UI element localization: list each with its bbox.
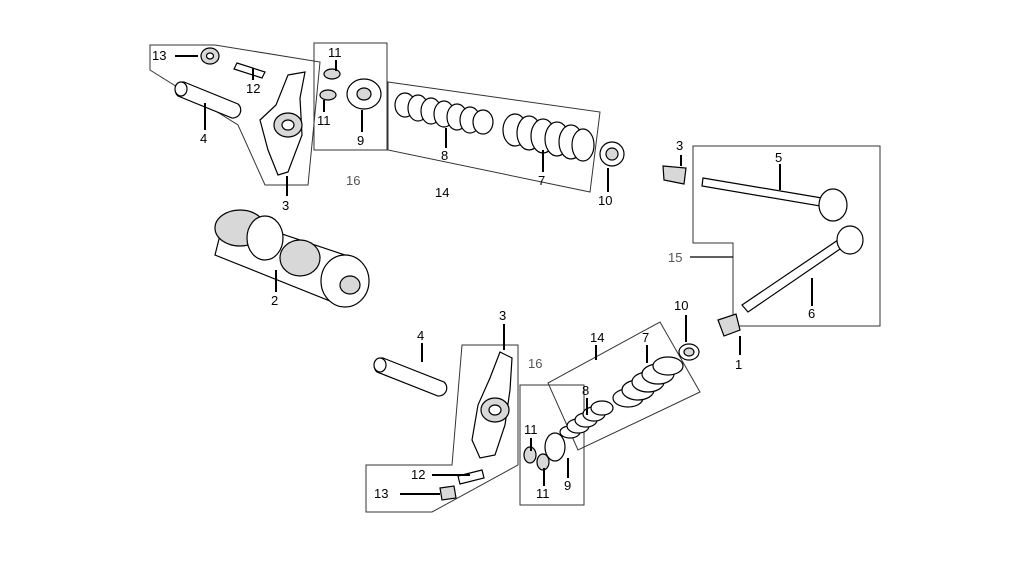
label-12-upper: 12 <box>246 81 260 96</box>
leader-lines <box>175 55 813 495</box>
valve-lower <box>741 239 844 313</box>
valve-cap-right <box>662 165 687 185</box>
label-7-upper: 7 <box>538 173 545 188</box>
label-16-lower: 16 <box>528 356 542 371</box>
label-3-upper: 3 <box>282 198 289 213</box>
label-11-lower-b: 11 <box>536 486 550 501</box>
label-15: 15 <box>668 250 682 265</box>
label-7-lower: 7 <box>642 330 649 345</box>
group-14-box-upper <box>387 81 601 193</box>
cotter-upper-b <box>319 89 337 101</box>
label-14-upper: 14 <box>435 185 449 200</box>
adjust-screw-lower <box>457 469 485 485</box>
valve-upper <box>701 177 823 207</box>
inner-spring-lower <box>559 400 614 439</box>
part-labels: 13 12 4 3 11 11 9 16 8 14 7 10 2 3 5 15 … <box>152 45 815 501</box>
camshaft <box>214 209 370 308</box>
cotter-upper-a <box>323 68 341 80</box>
label-12-lower: 12 <box>411 467 425 482</box>
label-3-right: 3 <box>676 138 683 153</box>
label-13-lower: 13 <box>374 486 388 501</box>
label-9-upper: 9 <box>357 133 364 148</box>
label-3-lower: 3 <box>499 308 506 323</box>
label-1: 1 <box>735 357 742 372</box>
outer-spring-lower <box>612 356 684 408</box>
label-11-upper-a: 11 <box>328 45 342 60</box>
label-16-upper: 16 <box>346 173 360 188</box>
adjust-screw-upper <box>233 62 266 79</box>
group-16-box-lower <box>519 384 585 506</box>
label-4-lower: 4 <box>417 328 424 343</box>
label-8-upper: 8 <box>441 148 448 163</box>
label-4-upper: 4 <box>200 131 207 146</box>
stem-cap <box>717 313 741 337</box>
group-16-box-upper <box>313 42 388 151</box>
label-11-lower-a: 11 <box>524 422 538 437</box>
label-9-lower: 9 <box>564 478 571 493</box>
label-10-lower: 10 <box>674 298 688 313</box>
retainer-lower <box>544 432 566 462</box>
inner-spring-upper <box>394 92 494 135</box>
rocker-group-box-lower <box>365 344 519 513</box>
label-6: 6 <box>808 306 815 321</box>
label-14-lower: 14 <box>590 330 604 345</box>
nut-lower <box>439 485 457 501</box>
outer-spring-upper <box>502 113 595 162</box>
label-13-upper: 13 <box>152 48 166 63</box>
label-2: 2 <box>271 293 278 308</box>
label-8-lower: 8 <box>582 383 589 398</box>
label-11-upper-b: 11 <box>317 113 331 128</box>
label-5: 5 <box>775 150 782 165</box>
label-10-upper: 10 <box>598 193 612 208</box>
